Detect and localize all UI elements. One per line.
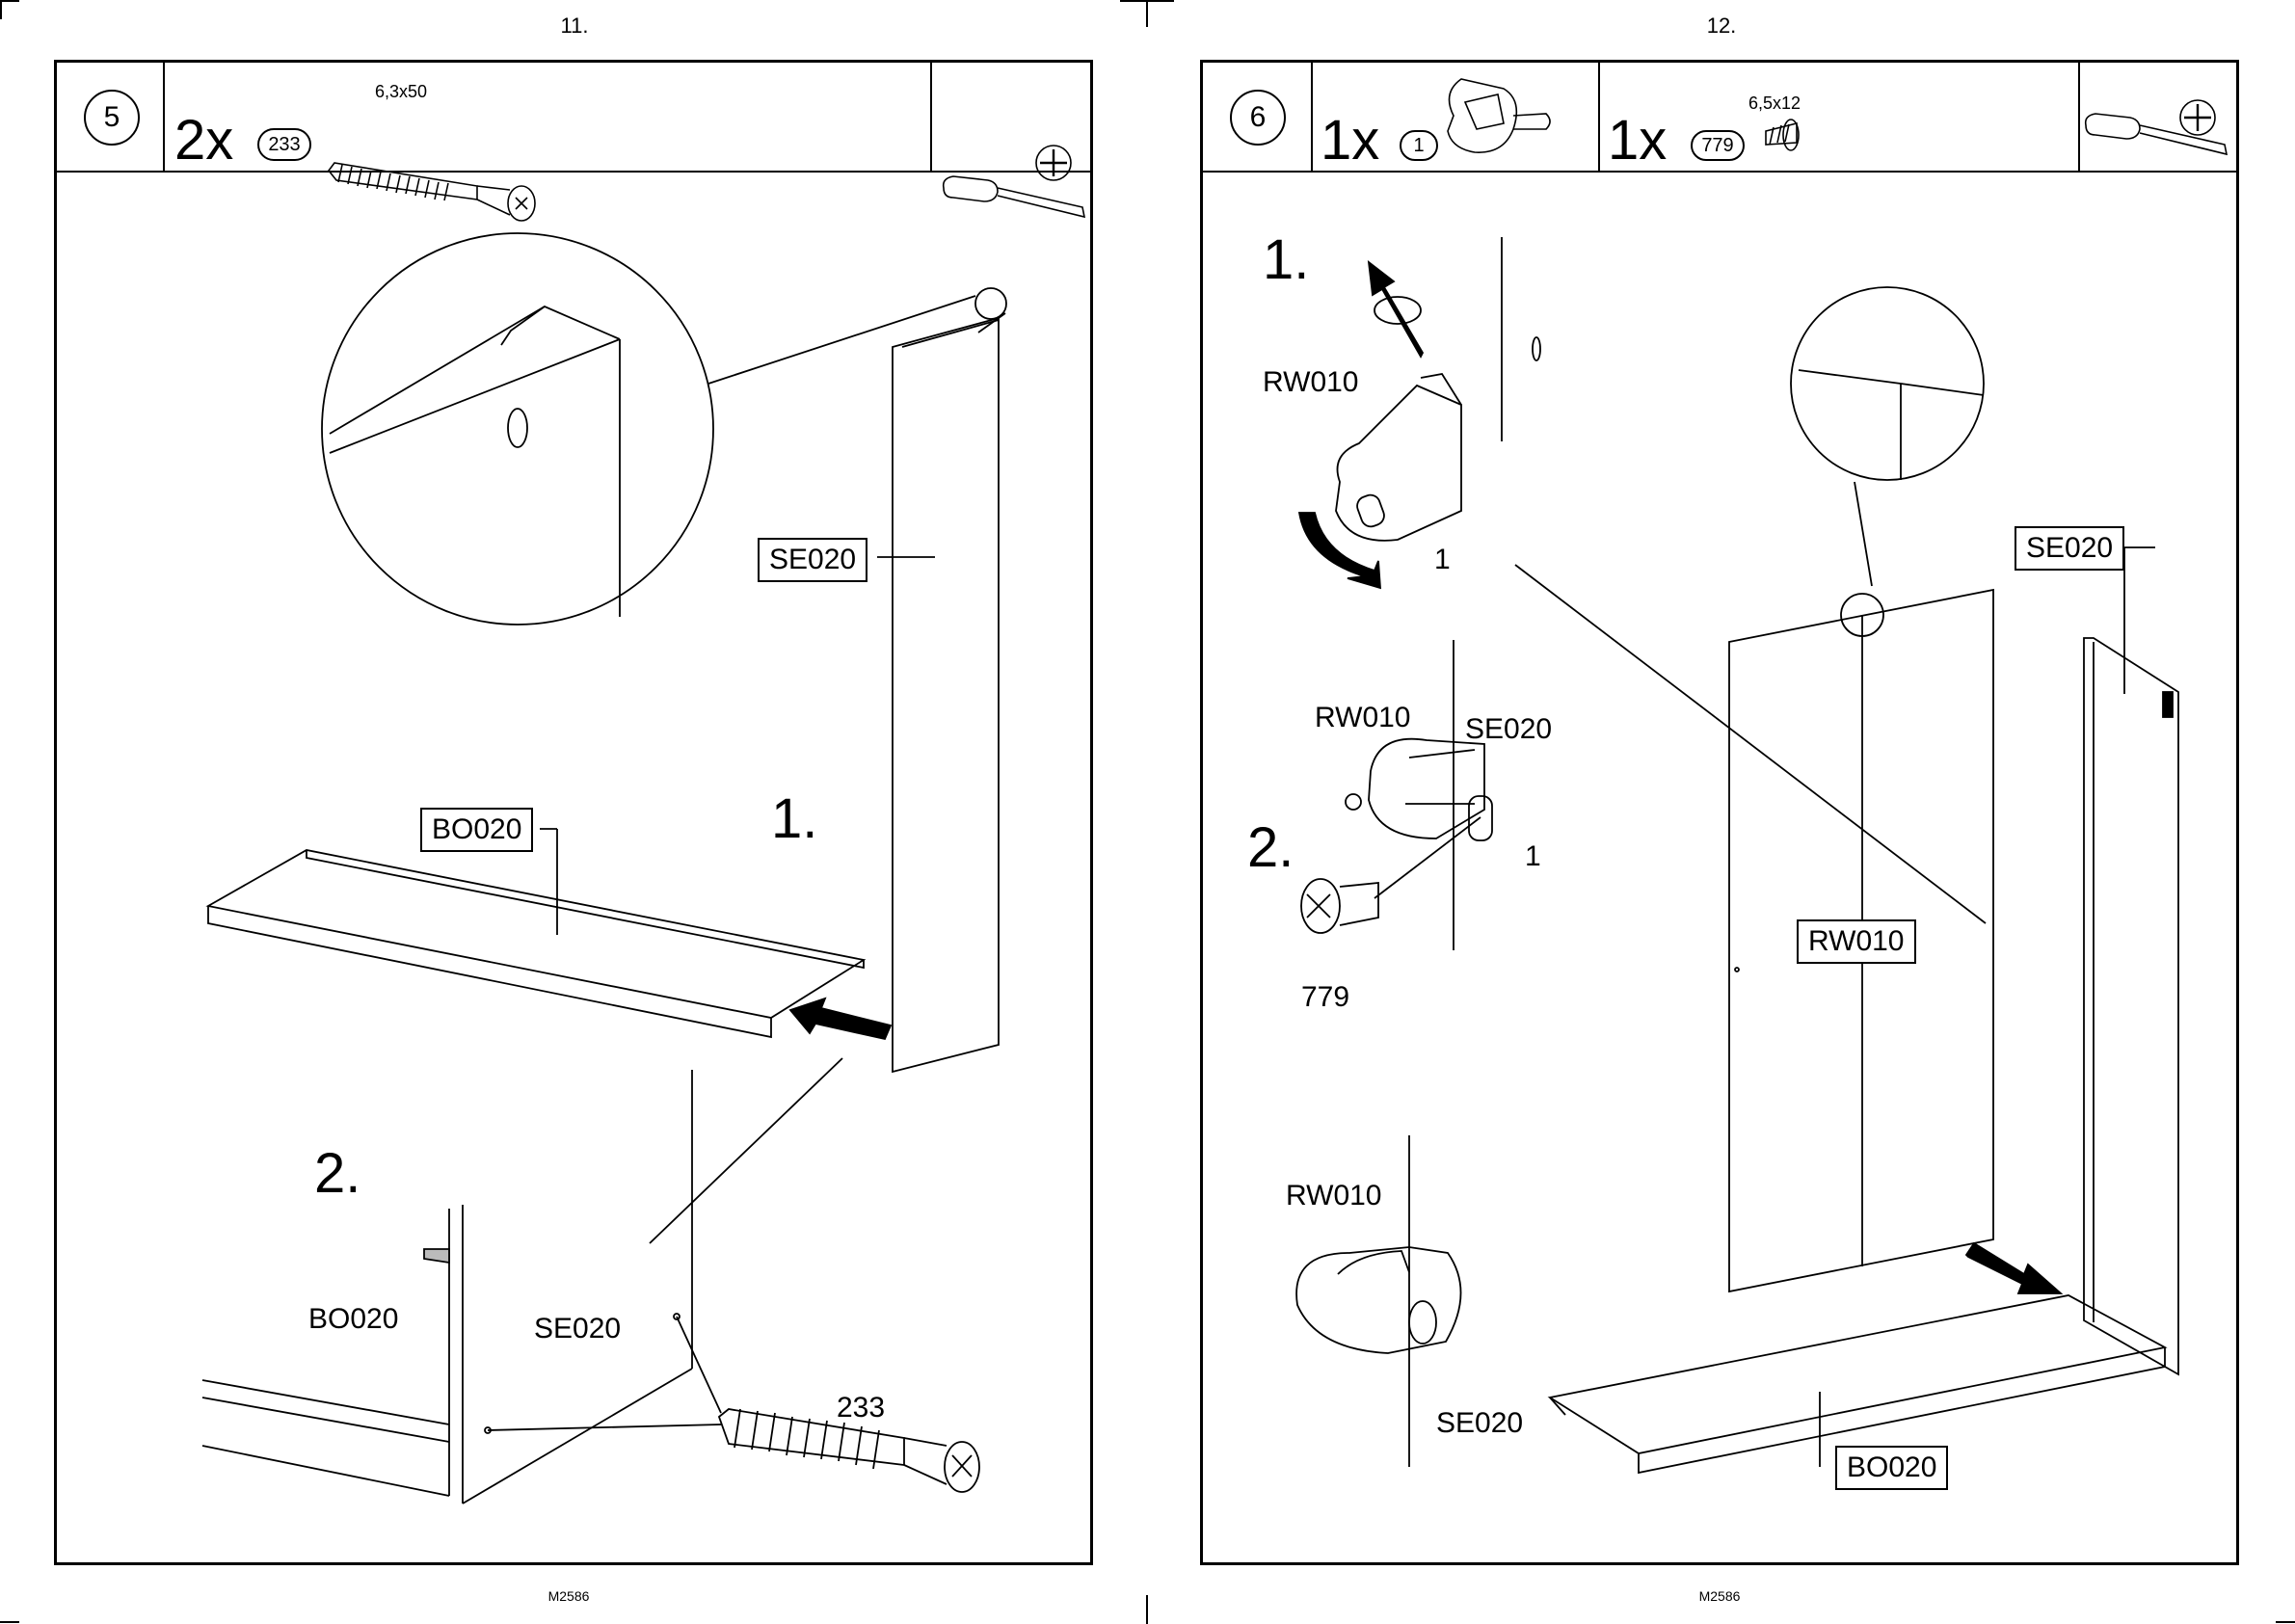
label-se020-box: SE020: [2015, 526, 2124, 571]
label-part-1: 1: [1525, 840, 1541, 873]
label-bo020-box: BO020: [1835, 1446, 1948, 1490]
label-part-1: 1: [1434, 544, 1451, 576]
label-se020: SE020: [1436, 1407, 1523, 1440]
label-screw-779: 779: [1301, 981, 1349, 1014]
substep-1: 1.: [1263, 227, 1309, 292]
label-rw010: RW010: [1263, 366, 1359, 399]
substep-2: 2.: [1247, 815, 1294, 880]
label-rw010-box: RW010: [1797, 919, 1916, 964]
label-rw010: RW010: [1315, 702, 1411, 734]
label-se020: SE020: [1465, 713, 1552, 746]
label-rw010: RW010: [1286, 1180, 1382, 1212]
